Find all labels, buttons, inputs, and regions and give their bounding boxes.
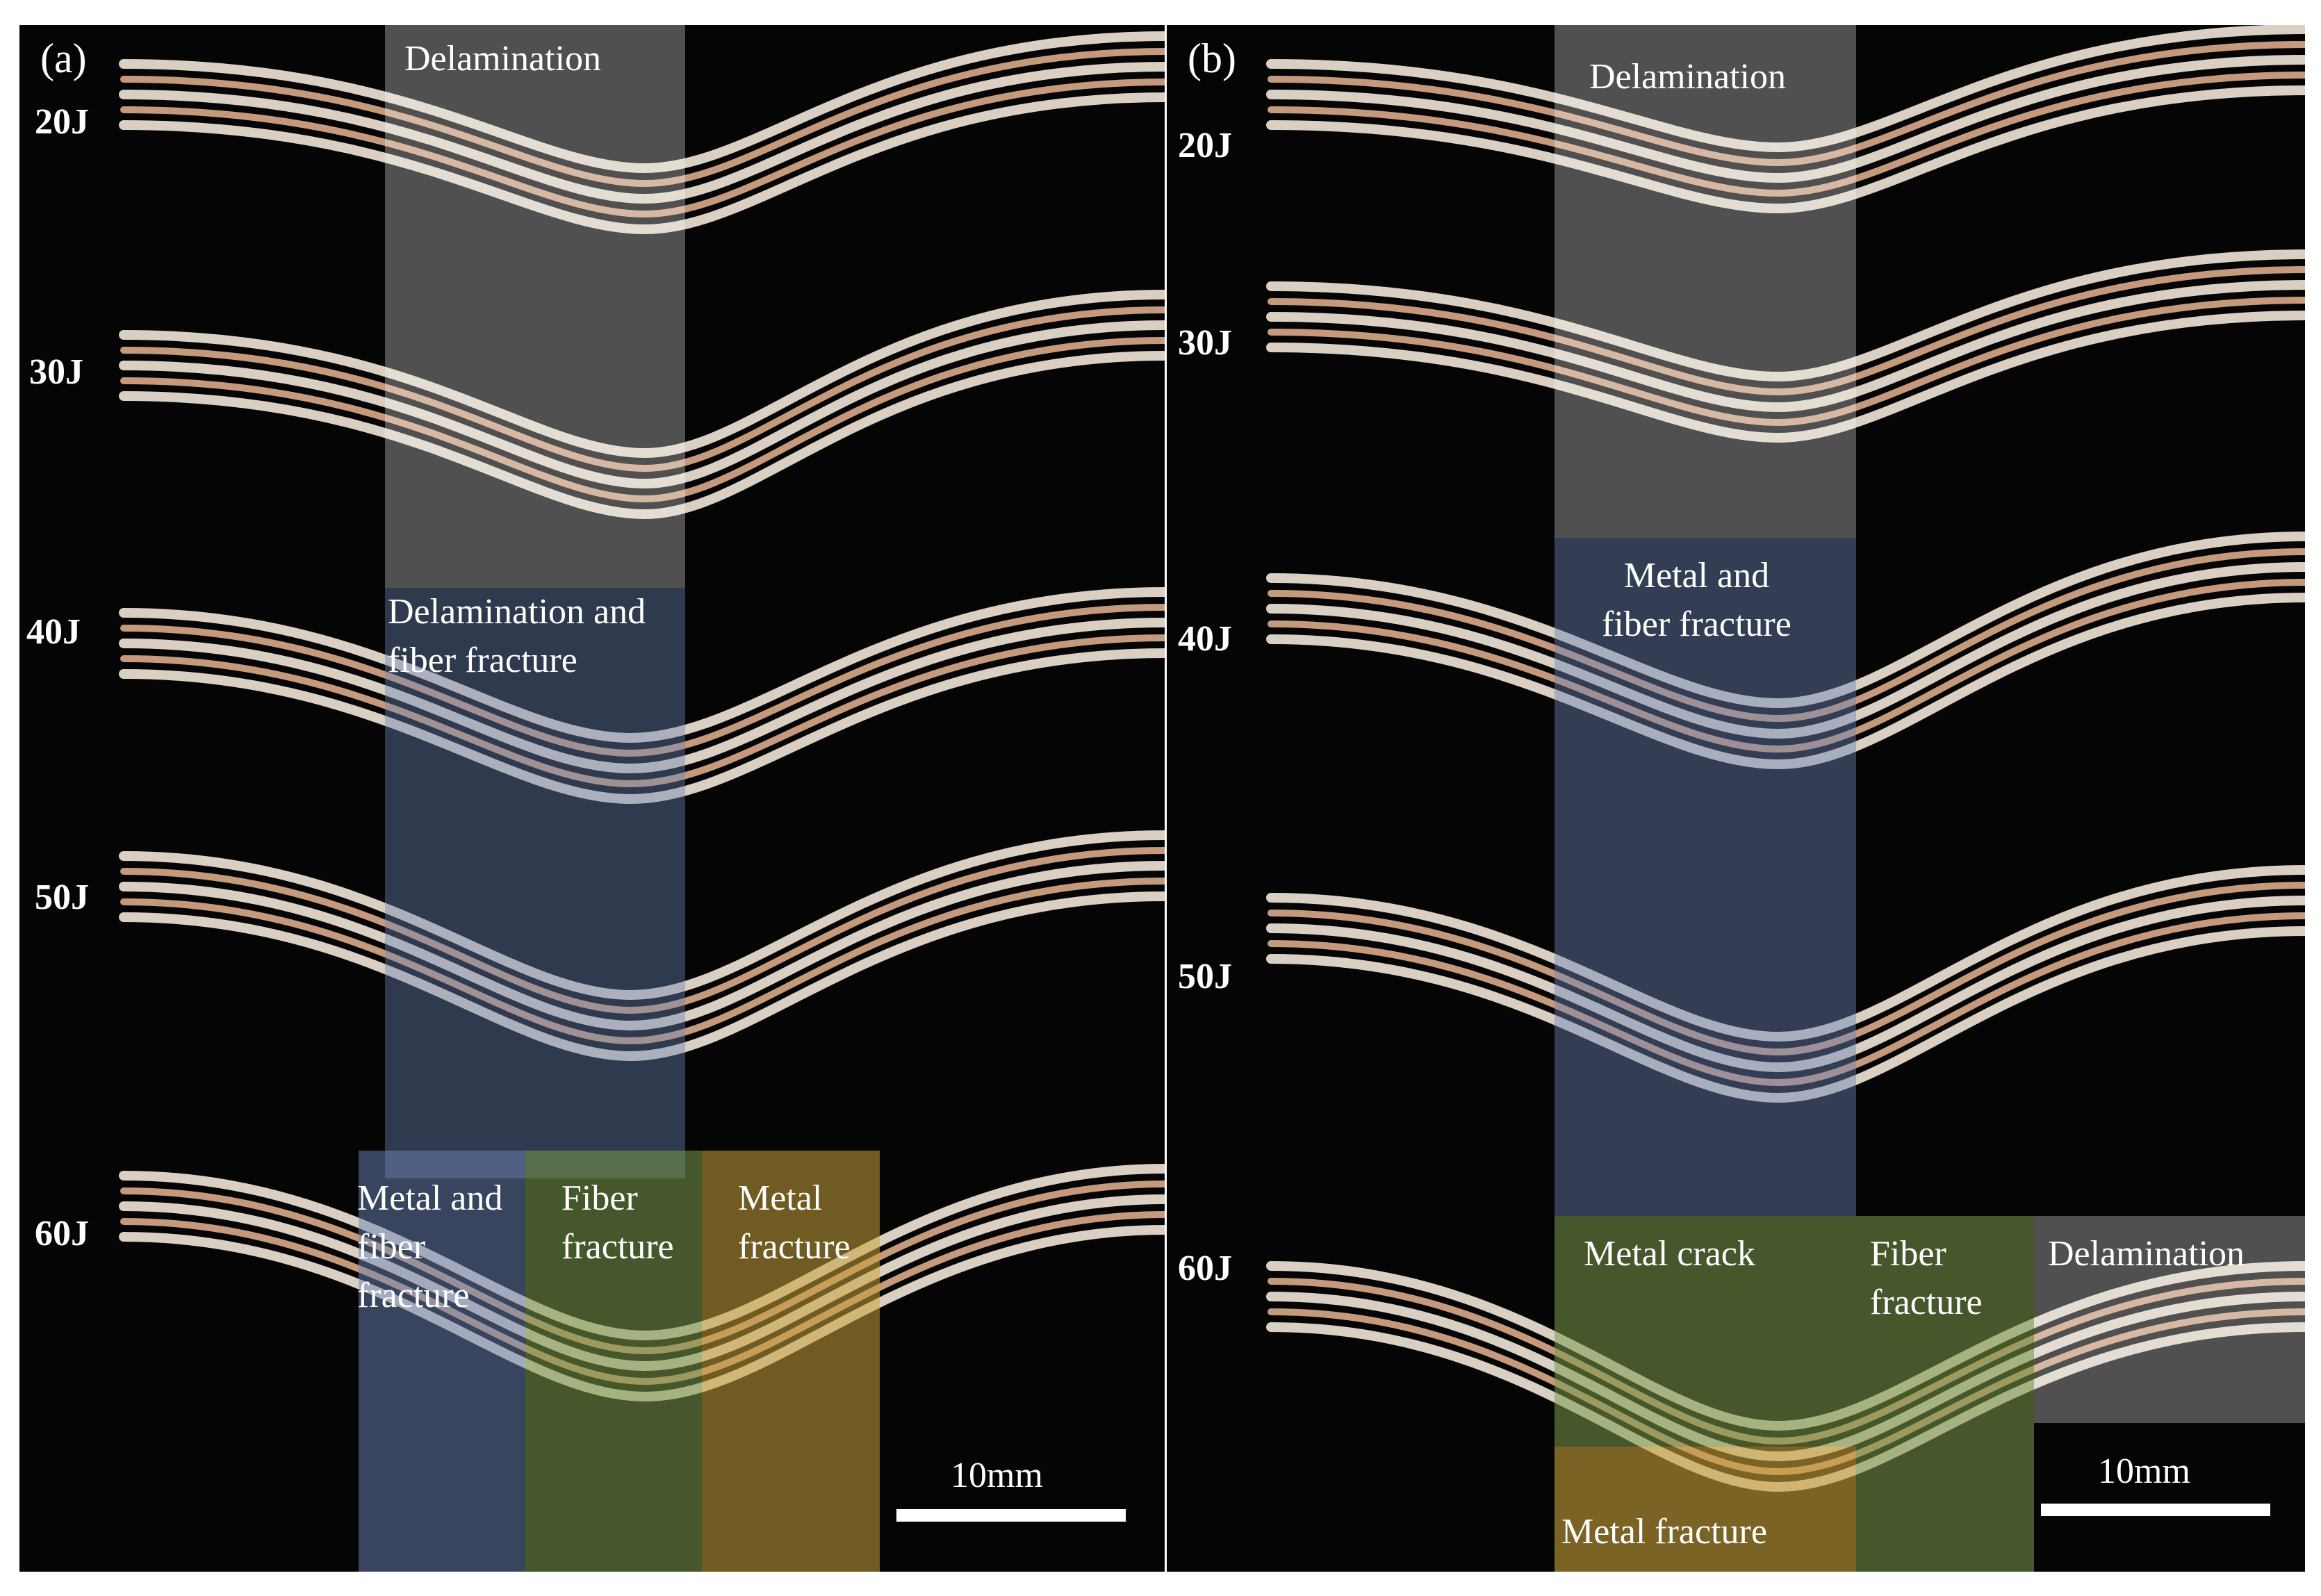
specimen-layer	[1268, 297, 2305, 427]
specimen-layer	[1266, 249, 2305, 382]
scale-label-b: 10mm	[2098, 1451, 2190, 1491]
specimen-layer	[1266, 280, 2305, 413]
specimen-layer	[119, 290, 1165, 459]
specimen-layer	[1266, 311, 2305, 443]
specimen-layer	[1268, 548, 2305, 723]
region-fiber-a	[525, 1151, 702, 1572]
scale-bar-b	[2041, 1504, 2270, 1516]
specimen-layer	[119, 830, 1165, 1001]
label-delamination-b: Delamination	[1589, 57, 1787, 97]
specimen-layer	[1266, 896, 2305, 1073]
specimen-layer	[1268, 912, 2305, 1087]
region-fiber-b	[1856, 1216, 2034, 1572]
energy-label: 50J	[1178, 957, 1232, 996]
specimen-layer	[1266, 865, 2305, 1042]
specimen-layer	[1268, 882, 2305, 1056]
specimen-layer	[120, 634, 1165, 788]
region-metal-a	[702, 1151, 880, 1572]
region-delamination-60-b	[2034, 1216, 2305, 1423]
energy-label: 60J	[35, 1214, 89, 1253]
specimen-layer	[120, 48, 1165, 188]
specimen-layer	[1266, 25, 2305, 153]
label-fiber-b: Fiber fracture	[1870, 1234, 1983, 1322]
label-delamination-fiber-a: Delamination and fiber fracture	[388, 592, 646, 680]
specimen-layer	[1268, 579, 2305, 753]
label-metal-fiber-b: Metal and fiber fracture	[1602, 556, 1791, 644]
specimen-layer	[120, 79, 1165, 218]
specimen-layer	[119, 92, 1165, 235]
energy-label: 30J	[1178, 323, 1232, 363]
specimen-layer	[1266, 55, 2305, 183]
energy-label: 40J	[1178, 619, 1232, 659]
scale-label-a: 10mm	[951, 1456, 1043, 1495]
energy-label: 50J	[35, 878, 89, 917]
panel-b: (b) 20J 30J 40J 50J 60J Delamination Met…	[1165, 25, 2305, 1572]
energy-label: 40J	[26, 612, 81, 652]
label-fiber-a: Fiber fracture	[561, 1178, 674, 1267]
specimen-30j-a	[119, 290, 1165, 520]
label-delamination-a: Delamination	[404, 39, 602, 79]
energy-label: 20J	[35, 102, 89, 142]
specimen-40j-b	[1266, 532, 2305, 770]
specimen-layer	[119, 861, 1165, 1031]
specimen-40j-a	[119, 587, 1165, 805]
specimen-strips-b	[1266, 25, 2305, 1492]
specimen-layer	[119, 320, 1165, 489]
specimen-layer	[119, 618, 1165, 774]
specimen-50j-b	[1266, 865, 2305, 1103]
label-delamination-60-b: Delamination	[2048, 1234, 2245, 1274]
specimen-layer	[120, 337, 1165, 503]
label-metal-crack-b: Metal crack	[1584, 1234, 1755, 1274]
specimen-layer	[1266, 532, 2305, 709]
specimen-layer	[120, 847, 1165, 1014]
label-metal-a: Metal fracture	[738, 1178, 851, 1267]
specimen-layer	[120, 306, 1165, 472]
region-delamination-b	[1555, 25, 1856, 538]
specimen-layer	[119, 351, 1165, 520]
specimen-layer	[119, 587, 1165, 743]
energy-label: 30J	[29, 352, 83, 392]
specimen-layer	[120, 878, 1165, 1045]
energy-label: 20J	[1178, 126, 1232, 165]
specimen-layer	[120, 604, 1165, 757]
specimen-layer	[119, 62, 1165, 204]
specimen-layer	[119, 891, 1165, 1062]
specimen-layer	[1266, 593, 2305, 770]
specimen-layer	[1266, 85, 2305, 214]
scale-bar-a	[896, 1509, 1126, 1522]
panel-letter-b: (b)	[1188, 35, 1236, 81]
specimen-20j-a	[119, 31, 1165, 235]
region-metal-fiber-a	[359, 1151, 525, 1572]
specimen-30j-b	[1266, 249, 2305, 443]
specimen-50j-a	[119, 830, 1165, 1062]
region-metal-crack-b	[1555, 1216, 1856, 1447]
specimen-layer	[1266, 562, 2305, 739]
specimen-layer	[1266, 926, 2305, 1103]
region-metal-fracture-b	[1555, 1447, 1856, 1572]
specimen-20j-b	[1266, 25, 2305, 214]
region-metal-fiber-b	[1555, 538, 1856, 1216]
label-metal-fiber-a: Metal and fiber fracture	[357, 1178, 503, 1315]
panel-letter-a: (a)	[40, 35, 87, 81]
energy-label: 60J	[1178, 1249, 1232, 1288]
specimen-layer	[119, 31, 1165, 174]
label-metal-fracture-b: Metal fracture	[1561, 1512, 1767, 1552]
specimen-layer	[1268, 266, 2305, 396]
specimen-layer	[119, 648, 1165, 805]
specimen-layer	[1268, 72, 2305, 197]
specimen-layer	[1268, 41, 2305, 167]
panel-a: (a) 20J 30J 40J 50J 60J Delamination Del…	[19, 25, 1165, 1572]
region-delamination-a	[385, 25, 685, 588]
region-delamination-fiber-a	[385, 588, 685, 1178]
